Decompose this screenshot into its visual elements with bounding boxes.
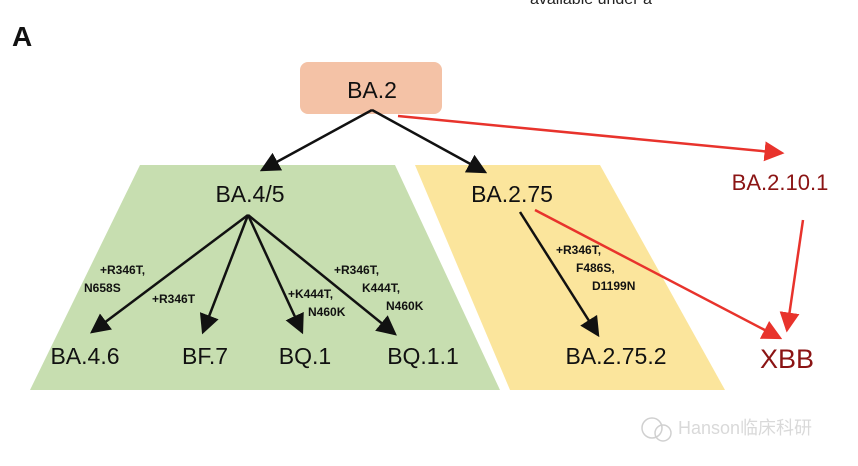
svg-text:N658S: N658S xyxy=(84,281,121,295)
mutations-bf7: +R346T xyxy=(152,292,196,306)
node-ba2752: BA.2.75.2 xyxy=(565,343,666,369)
ba2-box xyxy=(300,62,442,114)
mutations-ba46: +R346T, N658S xyxy=(84,263,145,295)
arrow-ba45-bq11 xyxy=(247,214,397,336)
arrow-ba45-ba46 xyxy=(90,214,249,334)
svg-text:+R346T,: +R346T, xyxy=(334,263,379,277)
arrow-ba45-bq1 xyxy=(246,214,304,335)
svg-text:K444T,: K444T, xyxy=(362,281,400,295)
mutations-ba2752: +R346T, F486S, D1199N xyxy=(556,243,635,293)
arrow-ba2-ba45 xyxy=(259,108,373,172)
svg-text:+R346T: +R346T xyxy=(152,292,196,306)
node-bq11: BQ.1.1 xyxy=(387,343,459,369)
svg-text:N460K: N460K xyxy=(386,299,424,313)
watermark: Hanson临床科研 xyxy=(641,417,812,442)
node-ba2101: BA.2.10.1 xyxy=(732,170,829,195)
node-ba45: BA.4/5 xyxy=(215,181,284,207)
wechat-icon xyxy=(641,417,663,439)
svg-text:D1199N: D1199N xyxy=(592,279,635,293)
node-ba46: BA.4.6 xyxy=(50,343,119,369)
arrow-ba275-ba2752 xyxy=(518,211,600,338)
mutations-bq1: +K444T, N460K xyxy=(288,287,346,319)
arrow-ba2-ba275 xyxy=(371,108,488,174)
svg-text:+K444T,: +K444T, xyxy=(288,287,333,301)
svg-text:F486S,: F486S, xyxy=(576,261,615,275)
node-xbb: XBB xyxy=(760,344,814,374)
svg-text:Hanson临床科研: Hanson临床科研 xyxy=(678,418,812,438)
red-arrow-ba2101-xbb xyxy=(779,219,805,333)
svg-text:+R346T,: +R346T, xyxy=(100,263,145,277)
node-bf7: BF.7 xyxy=(182,343,228,369)
top-fragment-text: available under a xyxy=(530,0,652,8)
svg-text:N460K: N460K xyxy=(308,305,346,319)
arrow-ba45-bf7 xyxy=(199,214,250,335)
node-ba2: BA.2 xyxy=(347,77,397,103)
mutations-bq11: +R346T, K444T, N460K xyxy=(334,263,424,313)
ba275-region xyxy=(415,165,725,390)
node-ba275: BA.2.75 xyxy=(471,181,553,207)
panel-label: A xyxy=(12,21,32,52)
red-arrow-ba275-xbb xyxy=(534,208,783,340)
svg-text:+R346T,: +R346T, xyxy=(556,243,601,257)
red-arrow-ba2-ba2101 xyxy=(397,114,785,162)
node-bq1: BQ.1 xyxy=(279,343,331,369)
